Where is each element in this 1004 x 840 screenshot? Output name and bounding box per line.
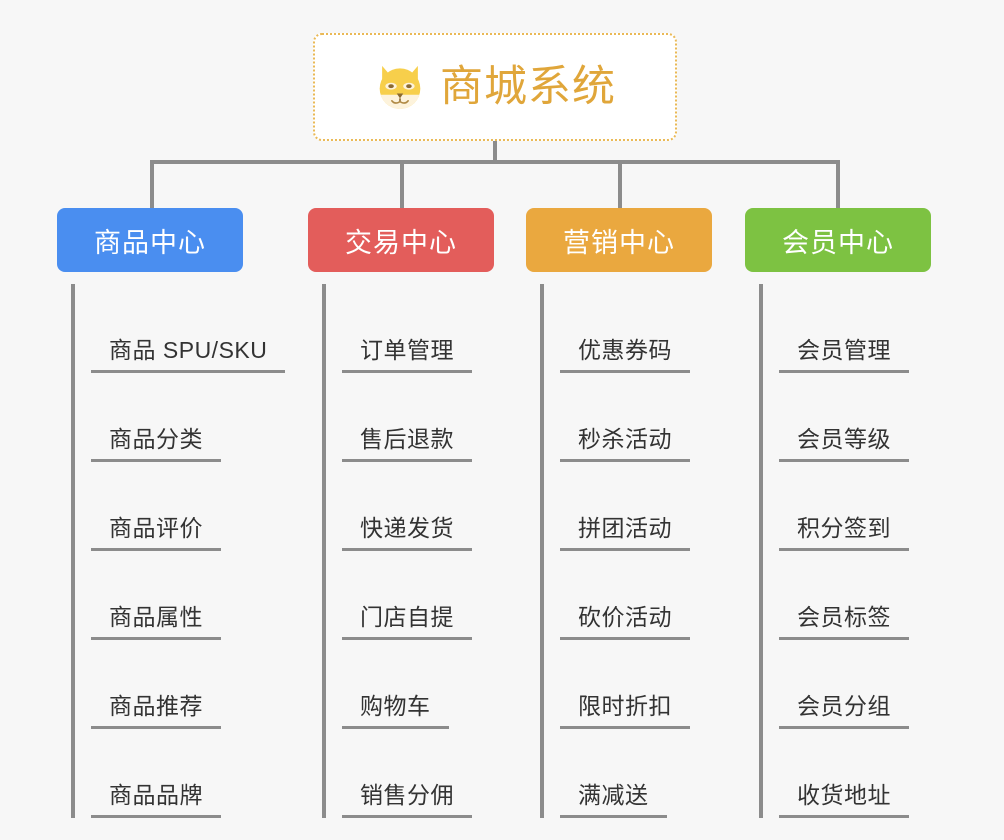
branch-header-2[interactable]: 交易中心 (308, 208, 494, 272)
leaf-label: 限时折扣 (578, 692, 672, 719)
connector-drop-1 (150, 160, 154, 210)
branch-spine-1 (71, 284, 75, 818)
leaf-label: 门店自提 (360, 603, 454, 630)
connector-root-stem (493, 141, 497, 163)
leaf-label: 会员管理 (797, 336, 891, 363)
list-item[interactable]: 积分签到 (761, 462, 945, 551)
list-item[interactable]: 售后退款 (324, 373, 508, 462)
branch-spine-4 (759, 284, 763, 818)
list-item[interactable]: 销售分佣 (324, 729, 508, 818)
branch-column-4: 会员中心 会员管理 会员等级 积分签到 会员标签 会员分组 收货地址 (745, 208, 945, 818)
branch-spine-3 (540, 284, 544, 818)
list-item[interactable]: 商品品牌 (73, 729, 287, 818)
root-title: 商城系统 (440, 62, 616, 111)
branch-body-1: 商品 SPU/SKU 商品分类 商品评价 商品属性 商品推荐 商品品牌 (57, 284, 287, 818)
branch-column-2: 交易中心 订单管理 售后退款 快递发货 门店自提 购物车 销售分佣 (308, 208, 508, 818)
leaf-label: 砍价活动 (578, 603, 672, 630)
branch-header-label: 会员中心 (782, 227, 894, 258)
leaf-label: 商品 SPU/SKU (109, 336, 268, 363)
branch-column-1: 商品中心 商品 SPU/SKU 商品分类 商品评价 商品属性 商品推荐 商品品牌 (57, 208, 287, 818)
leaf-label: 商品属性 (109, 603, 203, 630)
leaf-label: 售后退款 (360, 425, 454, 452)
list-item[interactable]: 快递发货 (324, 462, 508, 551)
branch-header-label: 商品中心 (94, 227, 206, 258)
connector-horizontal-bus (150, 160, 840, 164)
leaf-label: 会员等级 (797, 425, 891, 452)
list-item[interactable]: 会员分组 (761, 640, 945, 729)
leaf-label: 商品品牌 (109, 781, 203, 808)
branch-spine-2 (322, 284, 326, 818)
leaf-label: 收货地址 (797, 781, 891, 808)
leaf-label: 购物车 (360, 692, 431, 719)
list-item[interactable]: 会员管理 (761, 284, 945, 373)
list-item[interactable]: 商品属性 (73, 551, 287, 640)
leaf-label: 销售分佣 (360, 781, 454, 808)
root-node[interactable]: 商城系统 (313, 33, 677, 141)
leaf-label: 订单管理 (360, 336, 454, 363)
branch-column-3: 营销中心 优惠券码 秒杀活动 拼团活动 砍价活动 限时折扣 满减送 (526, 208, 726, 818)
leaf-label: 积分签到 (797, 514, 891, 541)
list-item[interactable]: 优惠券码 (542, 284, 726, 373)
leaf-label: 会员分组 (797, 692, 891, 719)
leaf-label: 商品分类 (109, 425, 203, 452)
leaf-label: 拼团活动 (578, 514, 672, 541)
list-item[interactable]: 订单管理 (324, 284, 508, 373)
list-item[interactable]: 限时折扣 (542, 640, 726, 729)
connector-drop-2 (400, 160, 404, 210)
list-item[interactable]: 秒杀活动 (542, 373, 726, 462)
branch-header-label: 交易中心 (345, 227, 457, 258)
list-item[interactable]: 商品分类 (73, 373, 287, 462)
leaf-label: 商品推荐 (109, 692, 203, 719)
list-item[interactable]: 砍价活动 (542, 551, 726, 640)
list-item[interactable]: 购物车 (324, 640, 508, 729)
connector-drop-3 (618, 160, 622, 210)
list-item[interactable]: 会员等级 (761, 373, 945, 462)
leaf-label: 商品评价 (109, 514, 203, 541)
list-item[interactable]: 收货地址 (761, 729, 945, 818)
leaf-label: 优惠券码 (578, 336, 672, 363)
list-item[interactable]: 拼团活动 (542, 462, 726, 551)
branch-body-4: 会员管理 会员等级 积分签到 会员标签 会员分组 收货地址 (745, 284, 945, 818)
leaf-label: 会员标签 (797, 603, 891, 630)
list-item[interactable]: 商品 SPU/SKU (73, 284, 287, 373)
list-item[interactable]: 会员标签 (761, 551, 945, 640)
branch-body-3: 优惠券码 秒杀活动 拼团活动 砍价活动 限时折扣 满减送 (526, 284, 726, 818)
shiba-dog-icon (379, 65, 421, 109)
connector-drop-4 (836, 160, 840, 210)
branch-header-1[interactable]: 商品中心 (57, 208, 243, 272)
list-item[interactable]: 门店自提 (324, 551, 508, 640)
list-item[interactable]: 满减送 (542, 729, 726, 818)
branch-header-label: 营销中心 (563, 227, 675, 258)
leaf-label: 满减送 (578, 781, 649, 808)
list-item[interactable]: 商品推荐 (73, 640, 287, 729)
branch-header-4[interactable]: 会员中心 (745, 208, 931, 272)
leaf-label: 秒杀活动 (578, 425, 672, 452)
leaf-label: 快递发货 (360, 514, 454, 541)
branch-body-2: 订单管理 售后退款 快递发货 门店自提 购物车 销售分佣 (308, 284, 508, 818)
branch-header-3[interactable]: 营销中心 (526, 208, 712, 272)
list-item[interactable]: 商品评价 (73, 462, 287, 551)
